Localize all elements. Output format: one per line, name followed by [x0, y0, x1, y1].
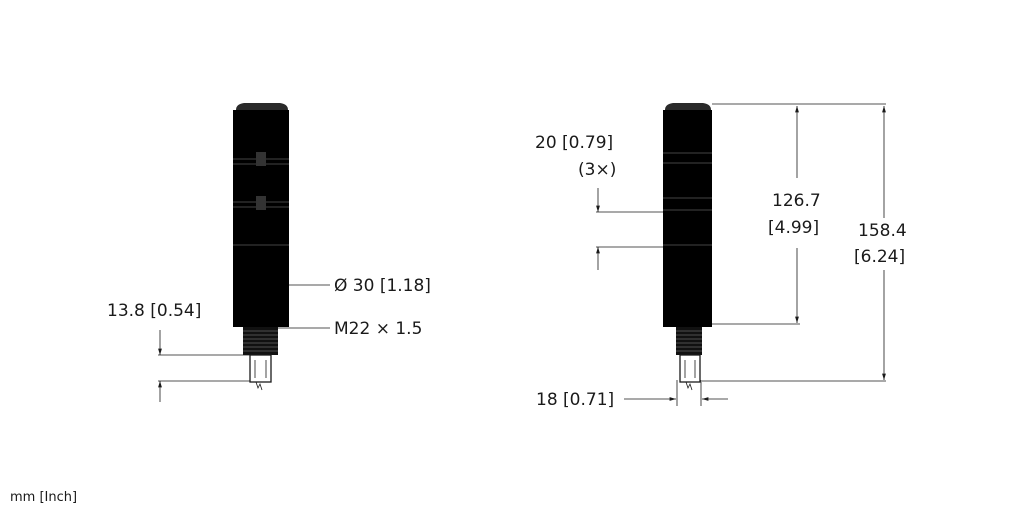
segment-height-label: 20 [0.79]	[535, 133, 613, 153]
plug-connector	[249, 354, 272, 383]
tower-body	[663, 110, 712, 327]
total-height-label-mm: 158.4	[858, 221, 907, 241]
body-height-label-in: [4.99]	[768, 218, 819, 238]
diameter-label: Ø 30 [1.18]	[334, 276, 431, 296]
right-tower-view: 20 [0.79] (3×) 126.7 [4.99] 158.4 [6.24]…	[535, 103, 907, 410]
body-height-label-mm: 126.7	[772, 191, 821, 211]
thread-label: M22 × 1.5	[334, 319, 422, 339]
thread-connector	[676, 327, 702, 355]
total-height-label-in: [6.24]	[854, 247, 905, 267]
units-note: mm [Inch]	[10, 490, 77, 505]
plug-connector	[679, 354, 701, 383]
segment-count-label: (3×)	[578, 160, 616, 180]
thread-connector	[243, 327, 278, 355]
tower-cap	[236, 103, 288, 110]
tower-cap	[665, 103, 711, 110]
left-tower-view: Ø 30 [1.18] M22 × 1.5 13.8 [0.54]	[107, 103, 431, 402]
connector-width-label: 18 [0.71]	[536, 390, 614, 410]
segment-notch	[256, 152, 266, 166]
connector-length-label: 13.8 [0.54]	[107, 301, 201, 321]
tower-body	[233, 110, 289, 327]
